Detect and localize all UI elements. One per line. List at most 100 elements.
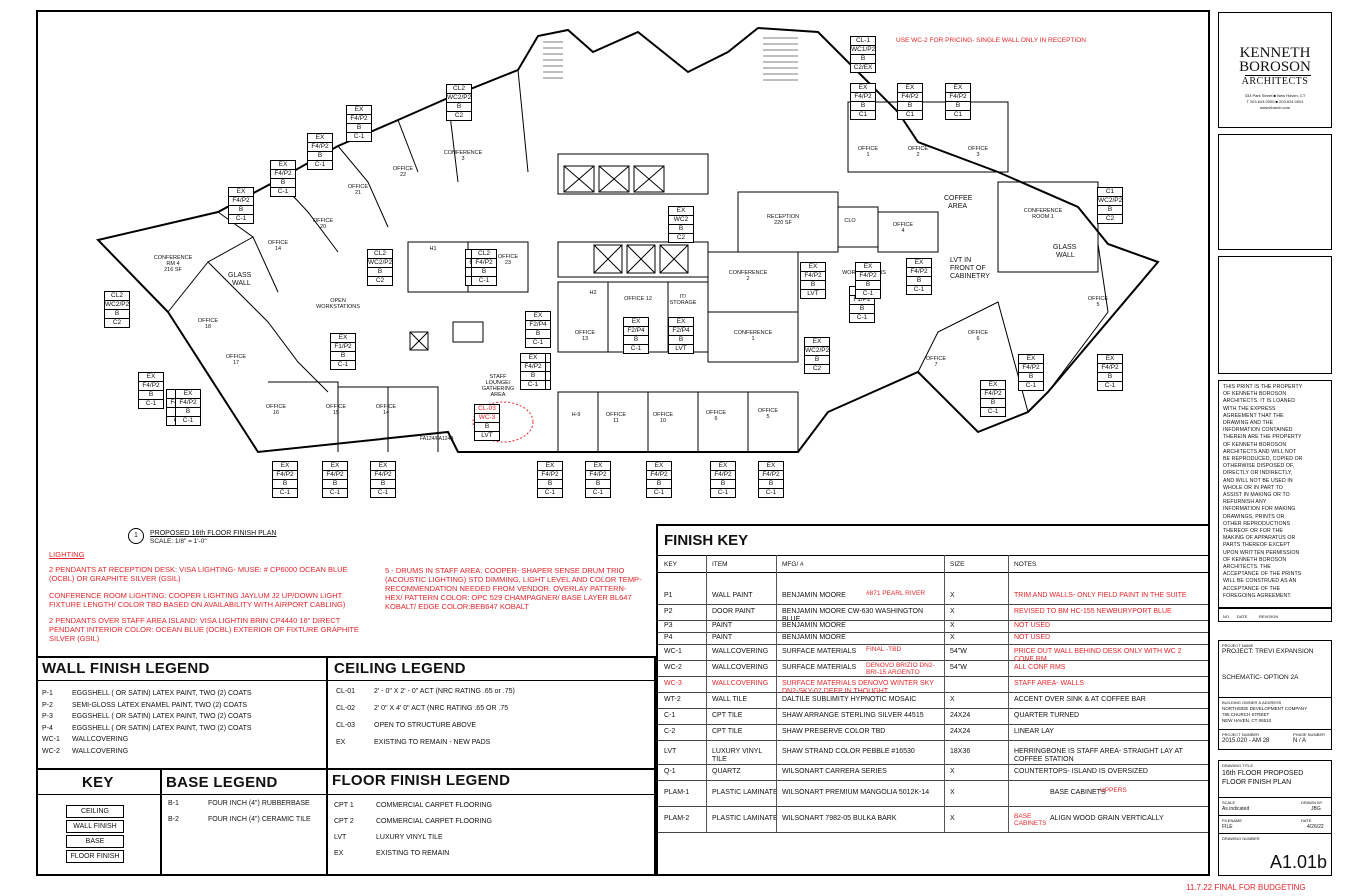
svg-text:OFFICE: OFFICE [1088,296,1108,302]
finish-key-title: FINISH KEY [664,532,749,549]
finish-key-item: CPT TILE [712,711,743,719]
floor-legend-desc: COMMERCIAL CARPET FLOORING [376,818,492,825]
svg-text:H-9: H-9 [572,412,581,418]
lighting-note-2: CONFERENCE ROOM LIGHTING: COOPER LIGHTIN… [49,591,346,609]
finish-key-size: X [950,634,955,641]
floor-legend-code: EX [334,850,344,857]
finish-tag-line: C-1 [592,489,604,496]
svg-text:OFFICE: OFFICE [326,404,346,410]
finish-key-size: X [950,695,955,703]
svg-text:17: 17 [233,360,239,366]
finish-key-col-divider [706,555,707,832]
lighting-note-3: 2 PENDANTS OVER STAFF AREA ISLAND: VISA … [49,616,359,643]
finish-tag-line: B [447,103,471,112]
finish-tag-line: B [331,352,355,361]
finish-tag-line: EX [898,84,922,93]
finish-tag-line: F4/P2 [1098,364,1122,373]
stamp-box-1 [1218,134,1332,250]
finish-key-mfg-note: FINAL -TBD [866,645,902,653]
drawing-title: 16th FLOOR PROPOSED FLOOR FINISH PLAN [1222,770,1304,786]
svg-text:7: 7 [934,362,937,368]
svg-text:6: 6 [976,336,979,342]
finish-key-mfg: SHAW PRESERVE COLOR TBD [782,727,886,735]
finish-tag-line: C-1 [1025,382,1037,389]
finish-tag-line: C-1 [235,215,247,222]
finish-tag-line: EX [647,462,671,471]
finish-tag-line: F4/P2 [323,471,347,480]
plan-title: PROPOSED 16th FLOOR FINISH PLAN [150,530,277,537]
floor-legend-desc: EXISTING TO REMAIN [376,850,450,857]
finish-key-mfg: SHAW ARRANGE STERLING SILVER 44515 [782,711,924,719]
finish-tag-line: C-1 [862,290,874,297]
finish-tag-line: WC2/P2 [447,94,472,103]
finish-key-mfg: BENJAMIN MOORE [782,634,846,641]
finish-tag-line: WC-3 [475,414,499,423]
svg-text:GLASS: GLASS [228,272,252,279]
finish-tag-line: CL-1 [851,37,875,46]
finish-tag-line: EX [624,318,648,327]
svg-text:OFFICE: OFFICE [606,412,626,418]
finish-tag-line: B [850,305,874,314]
finish-key-code: P3 [664,622,673,629]
finish-key-code: P2 [664,607,673,615]
finish-tag-line: F4/P2 [1019,364,1043,373]
firm-web: www.kbarch.com [1259,105,1291,110]
wall-legend-desc: SEMI-GLOSS LATEX ENAMEL PAINT, TWO (2) C… [72,701,248,709]
finish-key-item: PLASTIC LAMINATE [712,788,778,796]
finish-tag-line: C-1 [653,489,665,496]
svg-text:3: 3 [461,156,464,162]
svg-text:14: 14 [275,246,281,252]
finish-key-size: 54"W [950,663,967,671]
finish-key-size: 54"W [950,647,967,655]
svg-text:1: 1 [866,152,869,158]
finish-key-mfg: WILSONART CARRERA SERIES [782,767,887,775]
svg-text:216 SF: 216 SF [164,267,182,273]
wall-legend-code: WC-1 [42,736,60,743]
finish-tag-line: B [907,277,931,286]
svg-text:OFFICE: OFFICE [313,218,333,224]
finish-tag-line: C-1 [856,314,868,321]
finish-tag-line: B [1098,206,1122,215]
finish-tag-line: C2 [812,365,822,372]
finish-tag-line: EX [856,263,880,272]
finish-key-code: WC-3 [664,679,682,687]
wall-legend-code: WC-2 [42,747,60,755]
finish-tag-line: C-1 [337,361,349,368]
finish-tag-line: EX [851,84,875,93]
finish-key-code: PLAM-1 [664,788,690,796]
finish-key-size: 18X36 [950,747,971,755]
plan-number: 1 [128,528,144,544]
svg-text:OFFICE: OFFICE [893,222,913,228]
finish-key-notes: ACCENT OVER SINK & AT COFFEE BAR [1014,695,1146,703]
finish-tag-line: EX [308,134,332,143]
finish-key-mfg: BENJAMIN MOORE [782,622,846,629]
finish-key-code: Q-1 [664,767,676,775]
finish-tag-line: B [371,480,395,489]
finish-tag-line: F4/P2 [711,471,735,480]
finish-tag-line: EX [669,318,693,327]
svg-text:IT/: IT/ [680,294,687,300]
svg-text:FRONT OF: FRONT OF [950,265,986,272]
finish-tag-line: C1 [905,111,915,118]
finish-tag-line: B [586,480,610,489]
